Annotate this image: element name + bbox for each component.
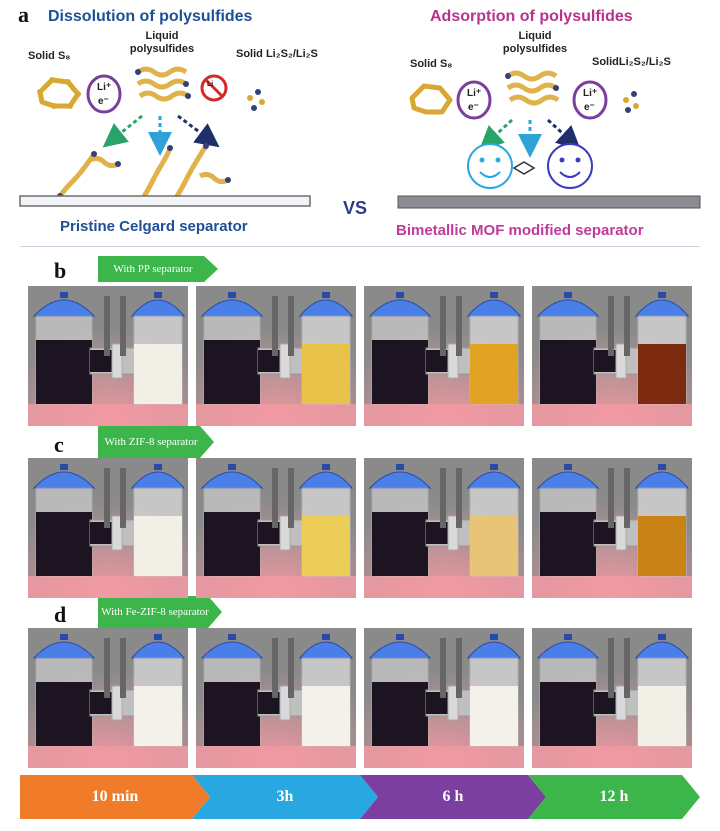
panel-divider [20,246,700,247]
h-cell-photo [532,458,692,598]
left-li-label: Li⁺ [97,82,111,93]
h-cell-photo [28,458,188,598]
right-solid-li2s-label: SolidLi₂S₂/Li₂S [592,56,671,68]
timeline-step-12h: 12 h [528,775,700,819]
mof-separator-shape [397,195,701,209]
adsorption-title: Adsorption of polysulfides [430,8,633,25]
h-cell-photo [28,286,188,426]
left-green-arrow [102,114,143,148]
left-s8-ring-icon [37,77,81,109]
left-navy-arrow [177,114,220,148]
left-solid-s8-label: Solid S₈ [28,50,71,62]
h-cell-photo [196,286,356,426]
left-solid-li2s-label: Solid Li₂S₂/Li₂S [236,48,318,60]
panel-letter-a: a [18,2,29,27]
right-redox-cycle-2-icon: Li⁺ e⁻ [572,80,608,120]
h-cell-photo [532,628,692,768]
h-cell-photo [364,286,524,426]
h-cell-photo [532,286,692,426]
right-navy-arrow [546,118,581,151]
no-entry-icon: Li [200,74,228,102]
h-cell-photo [28,628,188,768]
h-cell-photo [364,628,524,768]
h-cell-photo [196,628,356,768]
right-s8-ring-icon [409,83,453,115]
right-li2s-particles-icon [623,91,639,113]
left-e-label: e⁻ [98,96,109,107]
mof-separator-title: Bimetallic MOF modified separator [396,222,644,239]
handshake-icon [512,161,536,175]
right-liquid-polysulfides-label: Liquid polysulfides [502,30,568,55]
h-cell-photo [196,458,356,598]
right-liquid-polysulfide-cluster-icon [505,70,560,106]
timeline-bar: 10 min 3h 6 h 12 h [20,775,700,819]
panel-a-schematic: Li⁺ e⁻ Li Li⁺ [19,66,701,209]
svg-text:Li⁺: Li⁺ [583,88,597,99]
panel-letter-c: c [54,432,64,457]
right-green-arrow [479,118,514,151]
smiley-face-left-icon [467,143,513,189]
polysulfide-chains-icon [58,144,230,202]
pristine-separator-title: Pristine Celgard separator [60,218,248,235]
left-li2s-particles-icon [247,89,265,111]
panel-letter-b: b [54,258,67,283]
pristine-separator-shape [19,195,311,207]
smiley-face-right-icon [547,143,593,189]
timeline-step-10min: 10 min [20,775,210,819]
panel-letter-d: d [54,602,67,627]
left-liquid-polysulfides-label: Liquid polysulfides [129,30,195,55]
timeline-step-6h: 6 h [360,775,546,819]
dissolution-title: Dissolution of polysulfides [48,8,253,25]
right-e-label: e⁻ [468,102,479,113]
pp-separator-tag: With PP separator [98,256,218,282]
svg-text:Li: Li [207,81,213,88]
svg-text:e⁻: e⁻ [584,102,595,113]
vs-label: VS [343,198,368,218]
timeline-step-3h: 3h [192,775,378,819]
fe-zif8-separator-tag: With Fe-ZIF-8 separator [98,596,222,628]
right-solid-s8-label: Solid S₈ [410,58,453,70]
left-redox-cycle-icon [86,74,122,114]
zif8-separator-tag: With ZIF-8 separator [98,426,214,458]
h-cell-photo [364,458,524,598]
left-liquid-polysulfide-cluster-icon [135,66,191,102]
right-redox-cycle-icon [456,80,492,120]
right-li-label: Li⁺ [467,88,481,99]
